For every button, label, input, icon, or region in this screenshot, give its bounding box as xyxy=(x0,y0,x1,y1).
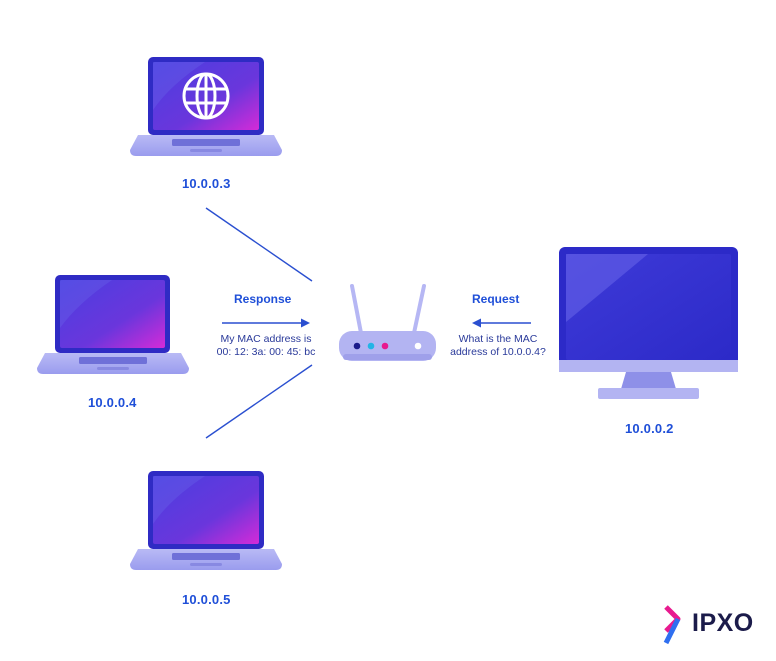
response-line-2: 00: 12: 3a: 00: 45: bc xyxy=(216,346,316,358)
response-title: Response xyxy=(234,292,292,306)
ipxo-logo-icon xyxy=(663,605,681,645)
laptop-top xyxy=(130,57,282,156)
connection-lines xyxy=(205,207,313,439)
ip-label-desktop: 10.0.0.2 xyxy=(625,421,674,436)
ip-label-left-laptop: 10.0.0.4 xyxy=(88,395,137,410)
laptop-bottom xyxy=(130,471,282,570)
ip-label-top-laptop: 10.0.0.3 xyxy=(182,176,231,191)
router-led xyxy=(381,342,389,350)
globe-icon xyxy=(182,72,230,120)
ipxo-logo: IPXO xyxy=(664,603,754,643)
logo-text: IPXO xyxy=(692,608,754,637)
laptop-left xyxy=(37,275,189,374)
router-led xyxy=(367,342,375,350)
router-led xyxy=(414,342,422,350)
response-message: My MAC address is 00: 12: 3a: 00: 45: bc xyxy=(210,333,322,359)
router xyxy=(339,284,436,361)
link-top-laptop xyxy=(205,207,313,282)
request-arrow xyxy=(472,318,531,328)
response-line-1: My MAC address is xyxy=(220,333,312,345)
response-arrow xyxy=(222,318,310,328)
link-bottom-laptop xyxy=(205,364,313,439)
desktop-monitor xyxy=(559,247,738,399)
request-title: Request xyxy=(472,292,520,306)
request-line-2: address of 10.0.0.4? xyxy=(450,346,546,358)
router-led xyxy=(353,342,361,350)
request-message: What is the MAC address of 10.0.0.4? xyxy=(448,333,548,359)
request-line-1: What is the MAC xyxy=(458,333,538,345)
ip-label-bottom-laptop: 10.0.0.5 xyxy=(182,592,231,607)
